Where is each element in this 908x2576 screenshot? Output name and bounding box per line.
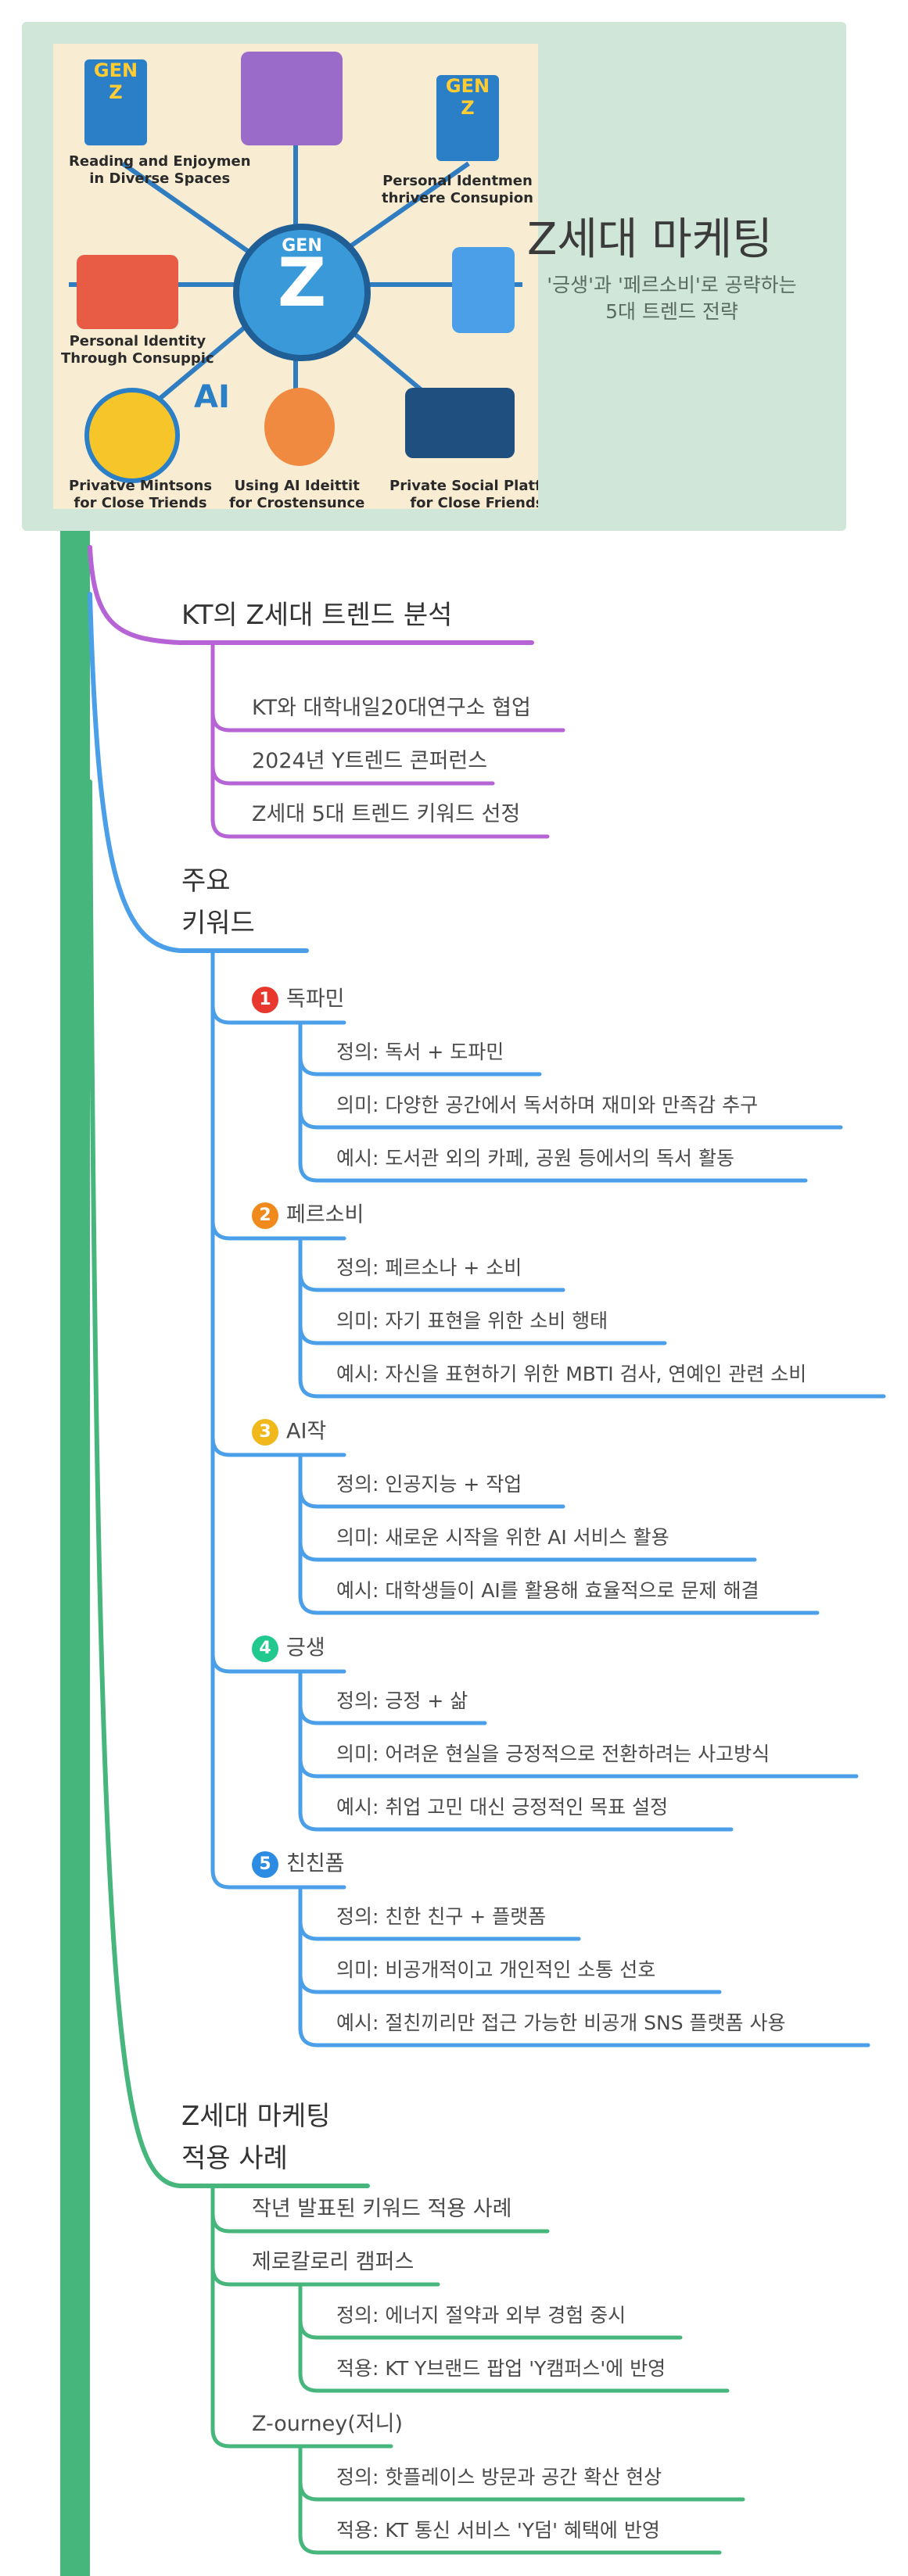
- keyword-line-5: [210, 948, 346, 1890]
- keyword-badge: 2: [252, 1202, 278, 1229]
- page-title: Z세대 마케팅: [527, 214, 773, 265]
- robot-icon: [452, 247, 515, 333]
- gen-z-book-icon: GEN Z: [84, 59, 147, 145]
- keywords-branch-line: [88, 592, 309, 953]
- case-item-1: 작년 발표된 키워드 적용 사례: [252, 2197, 512, 2221]
- keyword-badge: 4: [252, 1636, 278, 1662]
- keyword-child-line: [298, 1885, 870, 2048]
- keywords-title-line1: 주요: [181, 865, 231, 897]
- case-child-line: [298, 2445, 722, 2555]
- keyword-name: 친친폼: [286, 1851, 345, 1876]
- keyword-2-detail-1: 정의: 페르소나 + 소비: [336, 1256, 522, 1279]
- books-stack-icon: [241, 52, 343, 145]
- keyword-5-detail-3: 예시: 절친끼리만 접근 가능한 비공개 SNS 플랫폼 사용: [336, 2012, 786, 2034]
- keyword-badge: 5: [252, 1851, 278, 1878]
- keyword-child-line: [298, 1236, 886, 1399]
- case-3-detail-1: 정의: 핫플레이스 방문과 공간 확산 현상: [336, 2466, 662, 2488]
- keyword-2-detail-2: 의미: 자기 표현을 위한 소비 행태: [336, 1309, 608, 1332]
- keyword-1-detail-3: 예시: 도서관 외의 카페, 공원 등에서의 독서 활동: [336, 1147, 734, 1170]
- keyword-4: 4 긍생: [252, 1636, 325, 1662]
- analysis-item-2: 2024년 Y트렌드 콘퍼런스: [252, 749, 488, 773]
- keyword-child-line: [298, 1669, 734, 1832]
- gen-z-shopping-icon: GEN Z: [436, 75, 499, 161]
- headphones-smiley-icon: [84, 388, 180, 483]
- page-subtitle: '긍생'과 '페르소비'로 공략하는 5대 트렌드 전략: [547, 274, 797, 323]
- keyword-4-detail-2: 의미: 어려운 현실을 긍정적으로 전환하려는 사고방식: [336, 1743, 770, 1765]
- keyword-child-line: [298, 1453, 820, 1615]
- keyword-badge: 3: [252, 1419, 278, 1446]
- keyword-name: 긍생: [286, 1636, 325, 1661]
- keyword-name: 독파민: [286, 987, 345, 1012]
- case-2-detail-1: 정의: 에너지 절약과 외부 경험 중시: [336, 2304, 626, 2327]
- case-3-detail-2: 적용: KT 통신 서비스 'Y덤' 혜택에 반영: [336, 2519, 660, 2542]
- keyword-4-detail-1: 정의: 긍정 + 삶: [336, 1689, 468, 1712]
- keyword-3-detail-1: 정의: 인공지능 + 작업: [336, 1473, 522, 1496]
- cases-title-line2: 적용 사례: [181, 2143, 288, 2174]
- case-2-detail-2: 적용: KT Y브랜드 팝업 'Y캠퍼스'에 반영: [336, 2357, 666, 2380]
- chat-device-icon: [405, 388, 515, 458]
- keyword-name: 페르소비: [286, 1202, 364, 1227]
- gen-z-hub: GEN Z: [233, 224, 371, 361]
- cases-title-line1: Z세대 마케팅: [181, 2101, 331, 2132]
- keyword-name: AI작: [286, 1419, 327, 1444]
- caption-bottom-right: Private Social Platfortfor Close Friends: [389, 478, 538, 509]
- analysis-item-1: KT와 대학내일20대연구소 협업: [252, 696, 531, 720]
- keyword-5-detail-2: 의미: 비공개적이고 개인적인 소통 선호: [336, 1958, 656, 1981]
- keyword-badge: 1: [252, 987, 278, 1013]
- keyword-4-detail-3: 예시: 취업 고민 대신 긍정적인 목표 설정: [336, 1796, 669, 1818]
- keyword-3: 3 AI작: [252, 1419, 326, 1446]
- analysis-title: KT의 Z세대 트렌드 분석: [181, 600, 453, 631]
- case-item-3: Z-ourney(저니): [252, 2412, 403, 2436]
- girl-avatar-icon: [264, 388, 335, 466]
- storefront-icon: [77, 255, 178, 329]
- keyword-3-detail-3: 예시: 대학생들이 AI를 활용해 효율적으로 문제 해결: [336, 1579, 759, 1602]
- keyword-5: 5 친친폼: [252, 1851, 345, 1878]
- case-child-line: [298, 2284, 730, 2393]
- analysis-item-3: Z세대 5대 트렌드 키워드 선정: [252, 802, 521, 826]
- keyword-1: 1 독파민: [252, 987, 345, 1013]
- keyword-2-detail-3: 예시: 자신을 표현하기 위한 MBTI 검사, 연예인 관련 소비: [336, 1363, 807, 1385]
- case-line-3: [210, 2184, 393, 2449]
- cases-branch-line: [88, 779, 370, 2188]
- keyword-2: 2 페르소비: [252, 1202, 364, 1229]
- ai-label: AI: [194, 379, 230, 415]
- keyword-5-detail-1: 정의: 친한 친구 + 플랫폼: [336, 1905, 547, 1928]
- analysis-branch-line: [88, 545, 534, 645]
- keywords-title-line2: 키워드: [181, 908, 255, 939]
- keyword-1-detail-2: 의미: 다양한 공간에서 독서하며 재미와 만족감 추구: [336, 1094, 759, 1116]
- keyword-1-detail-1: 정의: 독서 + 도파민: [336, 1041, 504, 1063]
- analysis-child-line: [210, 640, 550, 839]
- keyword-child-line: [298, 1020, 808, 1183]
- keyword-line-4: [210, 948, 346, 1674]
- case-item-2: 제로칼로리 캠퍼스: [252, 2250, 415, 2274]
- keyword-3-detail-2: 의미: 새로운 시작을 위한 AI 서비스 활용: [336, 1526, 669, 1549]
